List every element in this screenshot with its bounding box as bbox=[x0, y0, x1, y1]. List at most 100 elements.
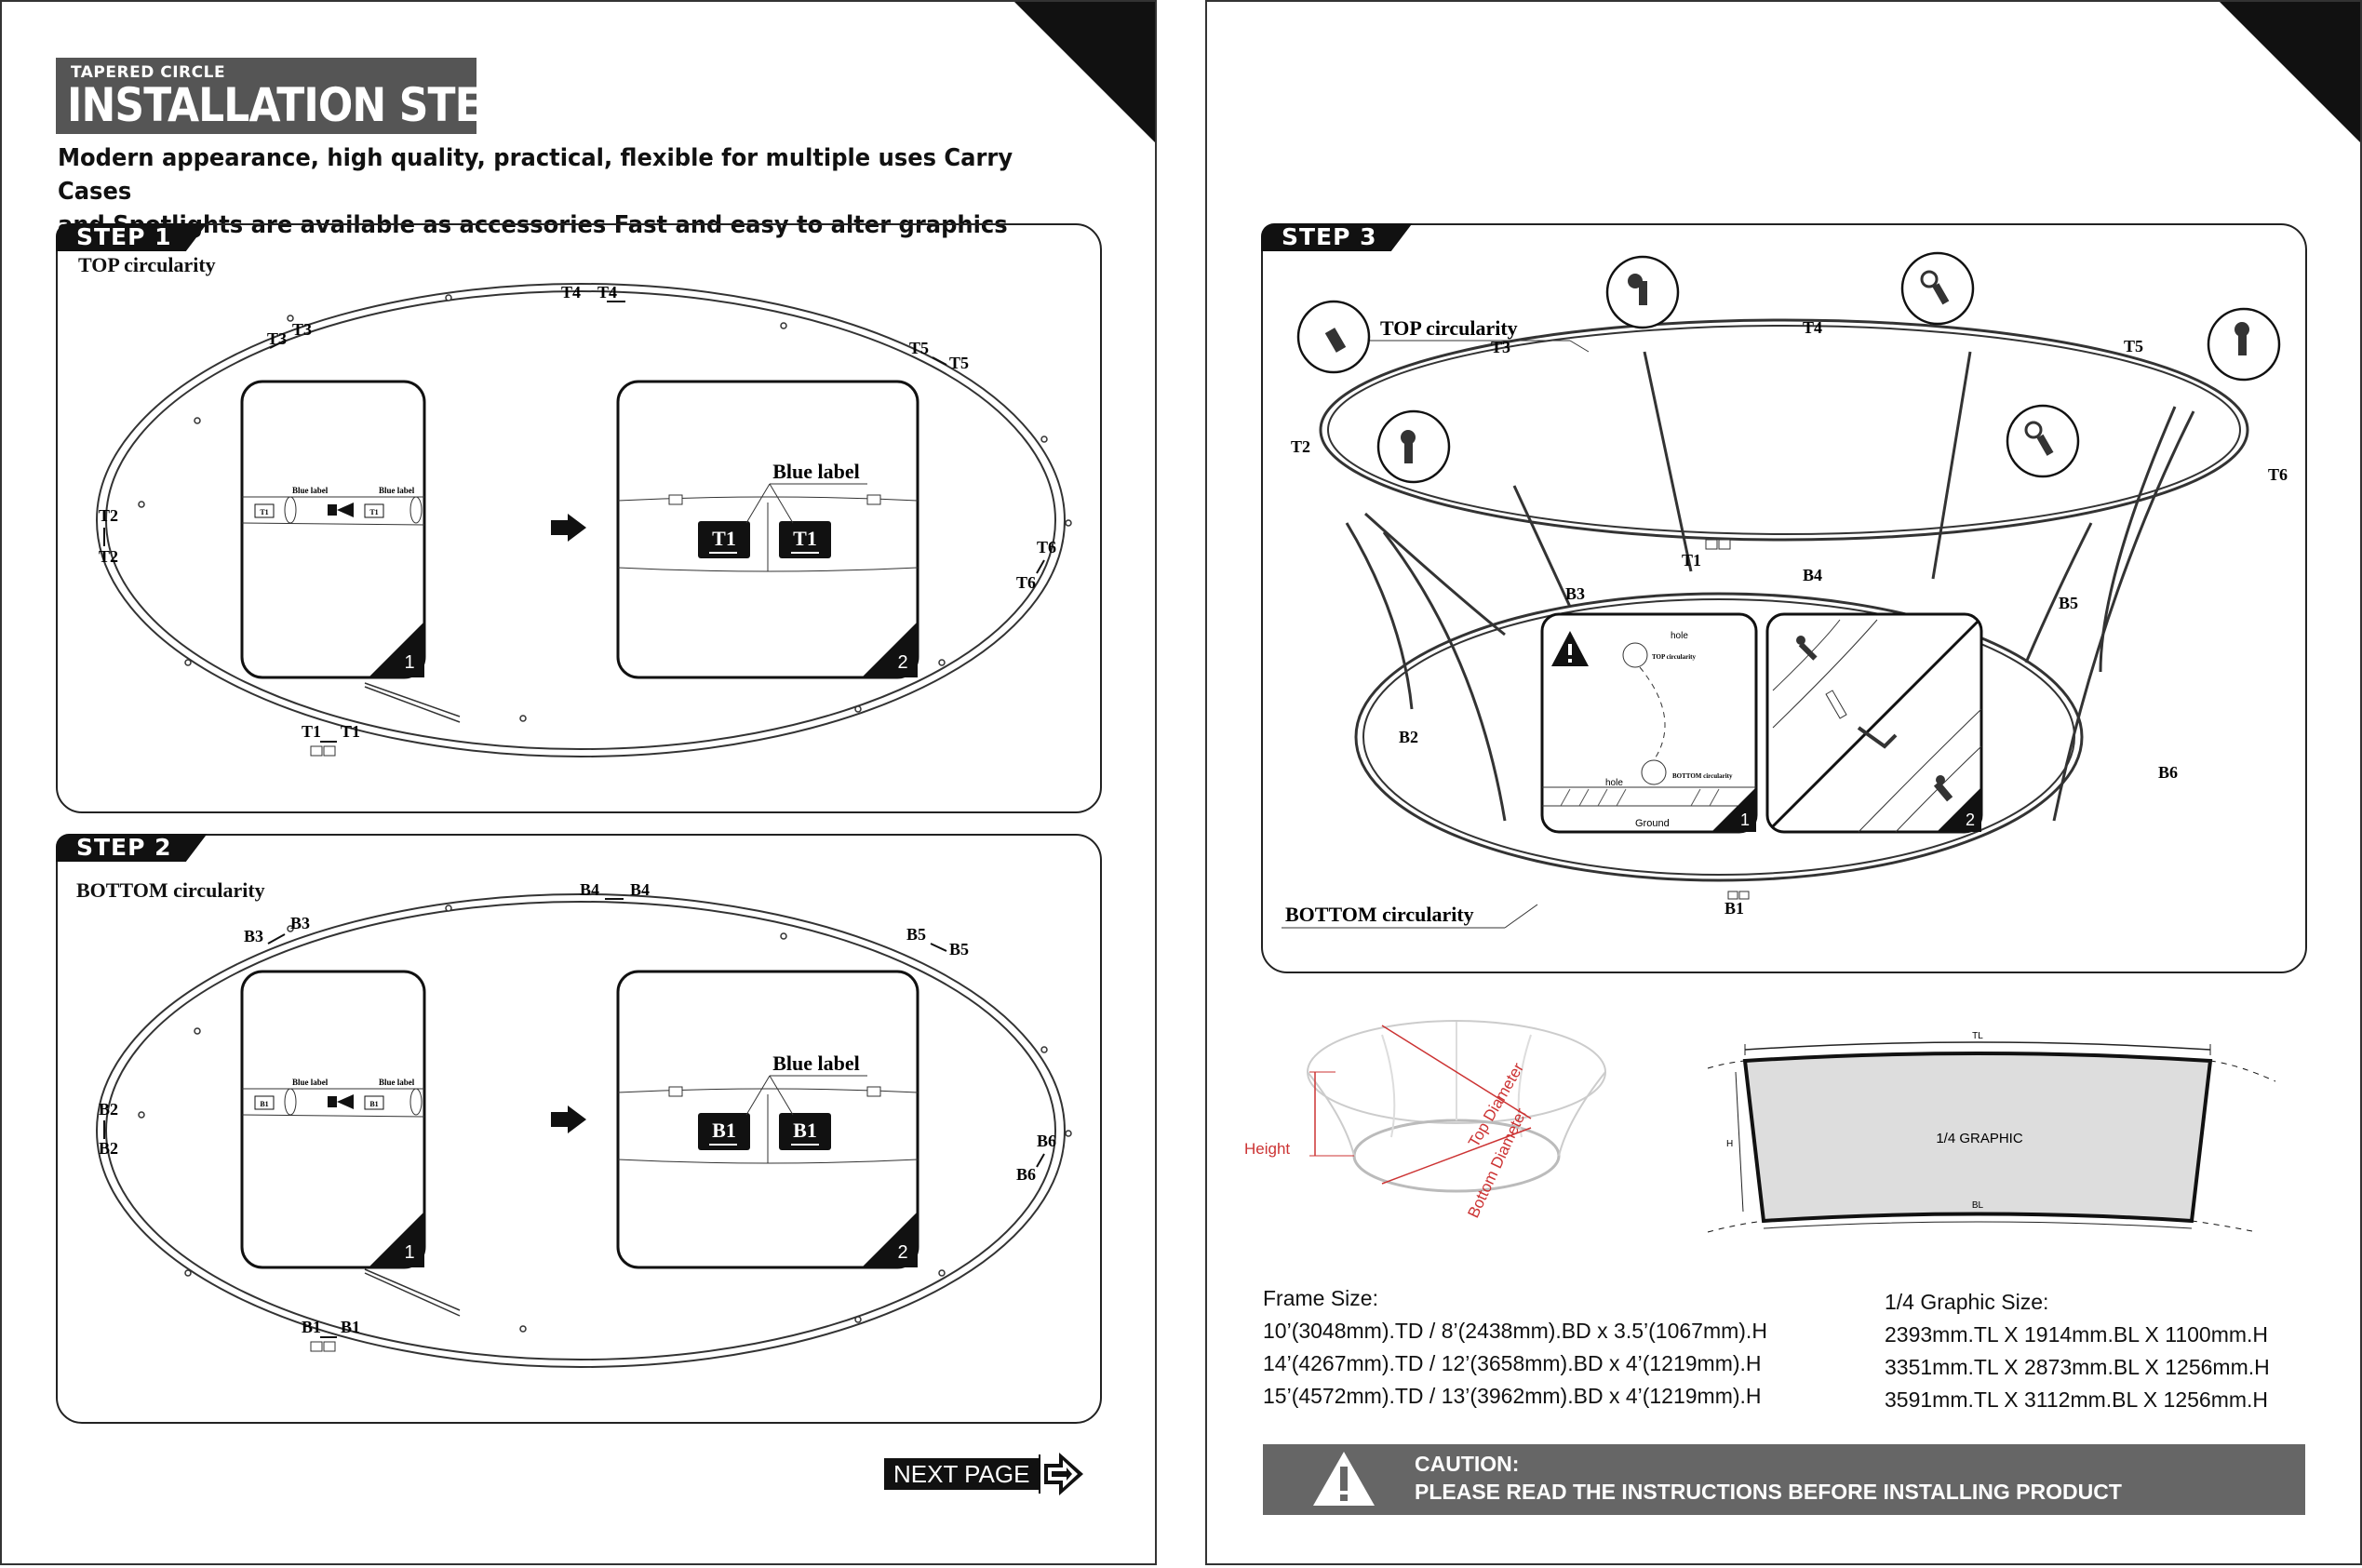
label-t4a: T4 bbox=[561, 283, 581, 302]
s3-bottom-ring bbox=[1354, 592, 2084, 882]
graphic-size-spec: 1/4 Graphic Size: 2393mm.TL X 1914mm.BL … bbox=[1885, 1286, 2270, 1416]
inset2-number: 2 bbox=[897, 652, 907, 673]
s3-label-b6: B6 bbox=[2158, 763, 2178, 782]
caution-text: PLEASE READ THE INSTRUCTIONS BEFORE INST… bbox=[1415, 1480, 2122, 1504]
s3-inset1-hole-bottom: hole bbox=[1605, 778, 1623, 788]
label-b5a: B5 bbox=[906, 925, 926, 944]
step2-inset2-tag-b: B1 bbox=[793, 1119, 817, 1142]
bottom-ring-inner bbox=[105, 901, 1056, 1360]
s3-inset1-number: 1 bbox=[1740, 811, 1750, 829]
dim-bl: BL bbox=[1972, 1200, 1984, 1211]
frame-size-row: 10’(3048mm).TD / 8’(2438mm).BD x 3.5’(10… bbox=[1263, 1319, 1767, 1343]
s3-label-t4: T4 bbox=[1803, 318, 1822, 337]
step2-inset1-number: 1 bbox=[404, 1242, 414, 1263]
left-page: TAPERED CIRCLE INSTALLATION STEPS Modern… bbox=[0, 0, 1157, 1565]
label-b2a: B2 bbox=[99, 1100, 118, 1119]
label-t3a: T3 bbox=[267, 329, 287, 348]
s3-label-b1: B1 bbox=[1725, 899, 1744, 918]
s3-label-t3: T3 bbox=[1491, 338, 1510, 356]
bottom-ring-outer bbox=[96, 893, 1066, 1368]
s3-inset1-top-circ: TOP circularity bbox=[1652, 653, 1696, 661]
s3-inset1-bottom-circ: BOTTOM circularity bbox=[1672, 772, 1733, 780]
frame-size-title: Frame Size: bbox=[1263, 1286, 1378, 1310]
step2-inset1-blue-label-a: Blue label bbox=[292, 1078, 329, 1087]
label-t3b: T3 bbox=[292, 320, 312, 339]
step3-panel: STEP 3 TOP circularity bbox=[1261, 223, 2307, 973]
inset1-number: 1 bbox=[404, 652, 414, 673]
inset1-blue-label-a: Blue label bbox=[292, 486, 329, 495]
inset2-tag-b: T1 bbox=[793, 527, 817, 550]
step3-diagram: TOP circularity BOTTOM circularity T3 T4… bbox=[1282, 251, 2288, 929]
graphic-size-row: 3591mm.TL X 3112mm.BL X 1256mm.H bbox=[1885, 1387, 2269, 1412]
caution-title: CAUTION: bbox=[1415, 1452, 1520, 1476]
label-b2b: B2 bbox=[99, 1139, 118, 1158]
frame-size-row: 15’(4572mm).TD / 13’(3962mm).BD x 4’(121… bbox=[1263, 1384, 1762, 1408]
graphic-size-row: 3351mm.TL X 2873mm.BL X 1256mm.H bbox=[1885, 1355, 2270, 1379]
page-corner-decoration-right bbox=[2218, 2, 2360, 144]
label-t5b: T5 bbox=[949, 354, 969, 372]
label-b1a: B1 bbox=[302, 1318, 321, 1336]
graphic-size-title: 1/4 Graphic Size: bbox=[1885, 1290, 2049, 1314]
inset1-blue-label-b: Blue label bbox=[379, 486, 415, 495]
s3-inset2-number: 2 bbox=[1966, 811, 1975, 829]
s3-label-b4: B4 bbox=[1803, 566, 1822, 584]
dim-graphic: 1/4 GRAPHIC bbox=[1936, 1131, 2023, 1146]
arrow-right-icon bbox=[1039, 1453, 1084, 1495]
s3-label-b2: B2 bbox=[1399, 728, 1418, 746]
inset1-tag-a: T1 bbox=[260, 508, 268, 516]
s3-top-ring bbox=[1319, 318, 2249, 542]
s3-label-t1: T1 bbox=[1682, 551, 1701, 570]
s3-label-t2: T2 bbox=[1291, 437, 1310, 456]
dim-height: Height bbox=[1244, 1140, 1290, 1158]
intro-line-2: and Spotlights are available as accessor… bbox=[58, 211, 1008, 239]
label-t2b: T2 bbox=[99, 547, 118, 566]
label-t5a: T5 bbox=[909, 339, 929, 357]
s3-top-label: TOP circularity bbox=[1380, 316, 1518, 340]
step1-panel: STEP 1 TOP circularity T4 T4 T3 T3 T5 T5… bbox=[56, 223, 1102, 813]
label-b6a: B6 bbox=[1037, 1132, 1056, 1150]
s3-label-b3: B3 bbox=[1565, 584, 1585, 603]
step2-section-label: BOTTOM circularity bbox=[76, 878, 265, 902]
caution-banner: CAUTION: PLEASE READ THE INSTRUCTIONS BE… bbox=[1263, 1444, 2305, 1515]
subtitle: TAPERED CIRCLE bbox=[71, 63, 226, 82]
next-page-label: NEXT PAGE bbox=[884, 1458, 1040, 1490]
step1-section-label: TOP circularity bbox=[78, 253, 216, 276]
step3-tag: STEP 3 bbox=[1261, 223, 1413, 251]
next-page-button[interactable]: NEXT PAGE bbox=[884, 1453, 1085, 1495]
step2-panel: STEP 2 BOTTOM circularity B4 B4 B3 B3 B5… bbox=[56, 834, 1102, 1424]
graphic-size-row: 2393mm.TL X 1914mm.BL X 1100mm.H bbox=[1885, 1322, 2269, 1347]
page-title: INSTALLATION STEPS bbox=[67, 78, 541, 132]
label-t6b: T6 bbox=[1016, 573, 1036, 592]
frame-size-spec: Frame Size: 10’(3048mm).TD / 8’(2438mm).… bbox=[1263, 1282, 1767, 1413]
intro-text: Modern appearance, high quality, practic… bbox=[58, 141, 1027, 242]
top-ring-inner bbox=[105, 290, 1056, 750]
step2-inset2-blue-label: Blue label bbox=[772, 1052, 860, 1075]
label-t4b: T4 bbox=[597, 283, 617, 302]
s3-label-t5: T5 bbox=[2124, 337, 2143, 355]
step2-tag: STEP 2 bbox=[56, 834, 208, 862]
right-page: STEP 3 TOP circularity bbox=[1205, 0, 2362, 1565]
label-b6b: B6 bbox=[1016, 1165, 1036, 1184]
top-ring-outer bbox=[96, 283, 1066, 757]
inset1-tag-b: T1 bbox=[369, 508, 378, 516]
label-b1b: B1 bbox=[341, 1318, 360, 1336]
step1-tag: STEP 1 bbox=[56, 223, 208, 251]
step1-diagram: T4 T4 T3 T3 T5 T5 T2 T2 T6 T6 T1 T1 bbox=[96, 283, 1072, 757]
step2-inset2-tag-a: B1 bbox=[712, 1119, 736, 1142]
label-b4a: B4 bbox=[580, 880, 599, 899]
label-b3a: B3 bbox=[244, 927, 263, 945]
inset2-tag-a: T1 bbox=[712, 527, 736, 550]
step2-inset1-tag-a: B1 bbox=[260, 1100, 268, 1108]
page-corner-decoration bbox=[1013, 2, 1155, 144]
s3-inset1-hole-top: hole bbox=[1671, 631, 1688, 641]
inset2-blue-label: Blue label bbox=[772, 460, 860, 483]
label-b5b: B5 bbox=[949, 940, 969, 958]
step2-inset2-number: 2 bbox=[897, 1242, 907, 1263]
warning-icon bbox=[1313, 1452, 1375, 1506]
step2-inset1-blue-label-b: Blue label bbox=[379, 1078, 415, 1087]
label-b4b: B4 bbox=[630, 880, 650, 899]
s3-label-t6: T6 bbox=[2268, 465, 2288, 484]
dim-tl: TL bbox=[1972, 1031, 1983, 1041]
label-b3b: B3 bbox=[290, 914, 310, 932]
label-t2a: T2 bbox=[99, 506, 118, 525]
